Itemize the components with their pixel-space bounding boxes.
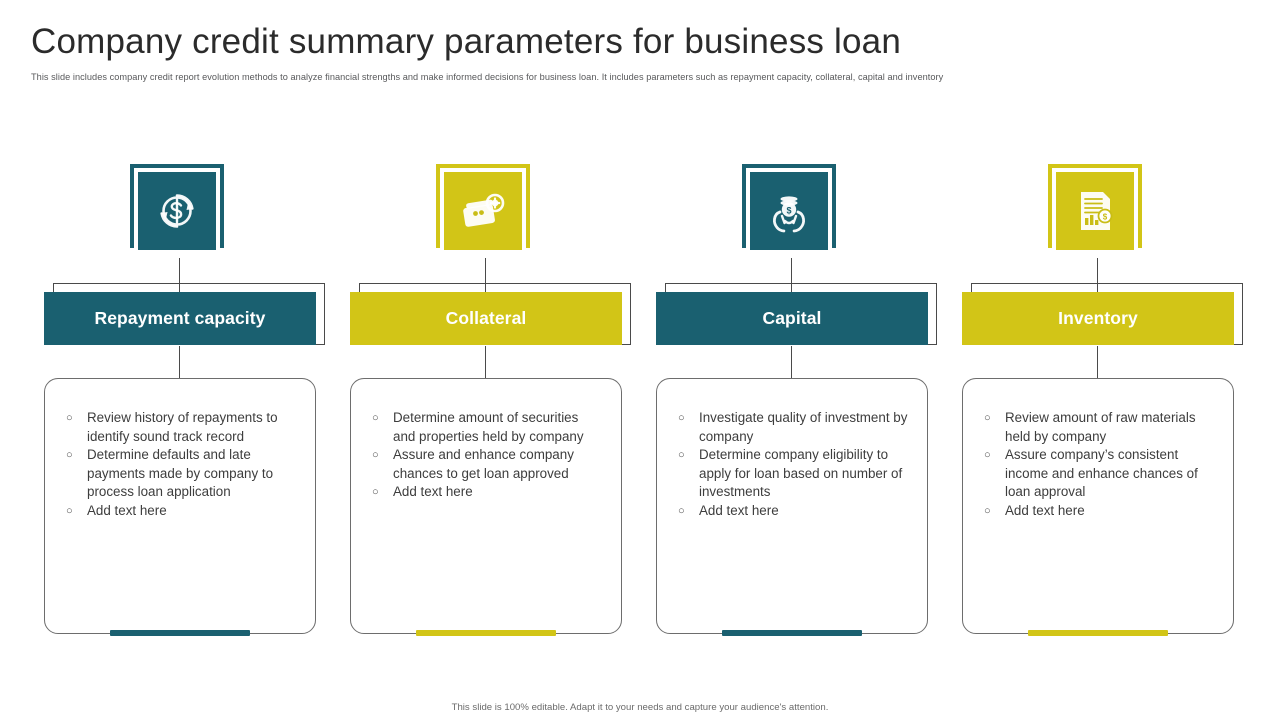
bullet-marker: ○ xyxy=(678,504,685,517)
bullet-marker: ○ xyxy=(678,412,685,424)
bullet-marker: ○ xyxy=(372,486,379,499)
list-item-text: Add text here xyxy=(1005,502,1085,518)
list-item: ○ Add text here xyxy=(371,483,603,502)
parameter-column-capital: $ Capital ○ Investigate quality of investme… xyxy=(656,150,937,636)
parameter-column-collateral: Collateral ○ Determine amount of securitie… xyxy=(350,150,631,636)
bullet-marker: ○ xyxy=(372,412,379,424)
detail-card-collateral[interactable]: ○ Determine amount of securities and prop… xyxy=(350,378,622,636)
detail-card-inventory[interactable]: ○ Review amount of raw materials held by … xyxy=(962,378,1234,636)
bullet-marker: ○ xyxy=(66,504,73,517)
list-item: ○ Assure and enhance company chances to g… xyxy=(371,446,603,483)
connector-header-to-card xyxy=(179,346,180,380)
icon-zone-capital: $ xyxy=(656,150,928,258)
header-bar-collateral[interactable]: Collateral xyxy=(350,292,622,345)
list-item: ○ Assure company’s consistent income and … xyxy=(983,446,1215,502)
connector-icon-to-header xyxy=(179,258,180,292)
list-item: ○ Determine defaults and late payments ma… xyxy=(65,446,297,502)
list-item-text: Assure and enhance company chances to ge… xyxy=(393,447,574,481)
header-bar-label: Capital xyxy=(762,308,822,328)
bullet-marker: ○ xyxy=(372,449,379,462)
detail-list: ○ Review amount of raw materials held by … xyxy=(983,409,1215,521)
page-subtitle: This slide includes company credit repor… xyxy=(31,72,944,82)
list-item: ○ Determine company eligibility to apply … xyxy=(677,446,909,502)
icon-frame xyxy=(130,164,224,248)
icon-frame xyxy=(742,164,836,248)
header-bar-capital[interactable]: Capital xyxy=(656,292,928,345)
connector-header-to-card xyxy=(485,346,486,380)
detail-list: ○ Review history of repayments to identif… xyxy=(65,409,297,521)
card-accent-bar xyxy=(722,630,862,636)
list-item-text: Determine company eligibility to apply f… xyxy=(699,447,903,500)
connector-icon-to-header xyxy=(1097,258,1098,292)
list-item-text: Add text here xyxy=(393,484,473,500)
list-item-text: Assure company’s consistent income and e… xyxy=(1005,447,1198,500)
detail-list: ○ Investigate quality of investment by co… xyxy=(677,409,909,521)
list-item-text: Review history of repayments to identify… xyxy=(87,410,278,444)
list-item-text: Determine amount of securities and prope… xyxy=(393,410,584,444)
connector-icon-to-header xyxy=(485,258,486,292)
card-accent-bar xyxy=(416,630,556,636)
header-bar-label: Repayment capacity xyxy=(94,308,266,328)
bullet-marker: ○ xyxy=(678,449,685,462)
header-bar-label: Collateral xyxy=(445,308,527,328)
bullet-marker: ○ xyxy=(66,449,73,462)
list-item: ○ Review amount of raw materials held by … xyxy=(983,409,1215,446)
connector-icon-to-header xyxy=(791,258,792,292)
dollar-refresh-icon xyxy=(138,172,216,250)
list-item-text: Add text here xyxy=(87,502,167,518)
connector-header-to-card xyxy=(791,346,792,380)
icon-zone-collateral xyxy=(350,150,622,258)
list-item: ○ Add text here xyxy=(677,502,909,521)
icon-frame xyxy=(1048,164,1142,248)
connector-header-to-card xyxy=(1097,346,1098,380)
detail-card-capital[interactable]: ○ Investigate quality of investment by co… xyxy=(656,378,928,636)
bullet-marker: ○ xyxy=(66,412,73,424)
footer-note: This slide is 100% editable. Adapt it to… xyxy=(451,702,829,713)
document-chart-icon: $ xyxy=(1056,172,1134,250)
bullet-marker: ○ xyxy=(984,504,991,517)
list-item: ○ Add text here xyxy=(65,502,297,521)
wallet-coin-icon xyxy=(444,172,522,250)
header-bar-label: Inventory xyxy=(1058,308,1138,328)
hands-holding-coins-icon: $ xyxy=(750,172,828,250)
icon-frame xyxy=(436,164,530,248)
card-accent-bar xyxy=(110,630,250,636)
list-item-text: Determine defaults and late payments mad… xyxy=(87,447,274,500)
header-bar-inventory[interactable]: Inventory xyxy=(962,292,1234,345)
list-item-text: Review amount of raw materials held by c… xyxy=(1005,410,1196,444)
icon-zone-inventory: $ xyxy=(962,150,1234,258)
parameter-column-inventory: $ Inventory ○ Review amount of raw material… xyxy=(962,150,1243,636)
list-item: ○ Add text here xyxy=(983,502,1215,521)
svg-text:$: $ xyxy=(786,205,791,215)
list-item: ○ Investigate quality of investment by co… xyxy=(677,409,909,446)
list-item: ○ Review history of repayments to identif… xyxy=(65,409,297,446)
bullet-marker: ○ xyxy=(984,412,991,424)
list-item-text: Add text here xyxy=(699,502,779,518)
list-item: ○ Determine amount of securities and prop… xyxy=(371,409,603,446)
list-item-text: Investigate quality of investment by com… xyxy=(699,410,908,444)
parameter-column-repayment-capacity: Repayment capacity ○ Review history of rep… xyxy=(44,150,325,636)
card-accent-bar xyxy=(1028,630,1168,636)
header-bar-repayment-capacity[interactable]: Repayment capacity xyxy=(44,292,316,345)
detail-list: ○ Determine amount of securities and prop… xyxy=(371,409,603,502)
bullet-marker: ○ xyxy=(984,449,991,462)
svg-text:$: $ xyxy=(1103,212,1108,221)
page-title: Company credit summary parameters for bu… xyxy=(31,22,901,61)
icon-zone-repayment-capacity xyxy=(44,150,316,258)
detail-card-repayment-capacity[interactable]: ○ Review history of repayments to identif… xyxy=(44,378,316,636)
